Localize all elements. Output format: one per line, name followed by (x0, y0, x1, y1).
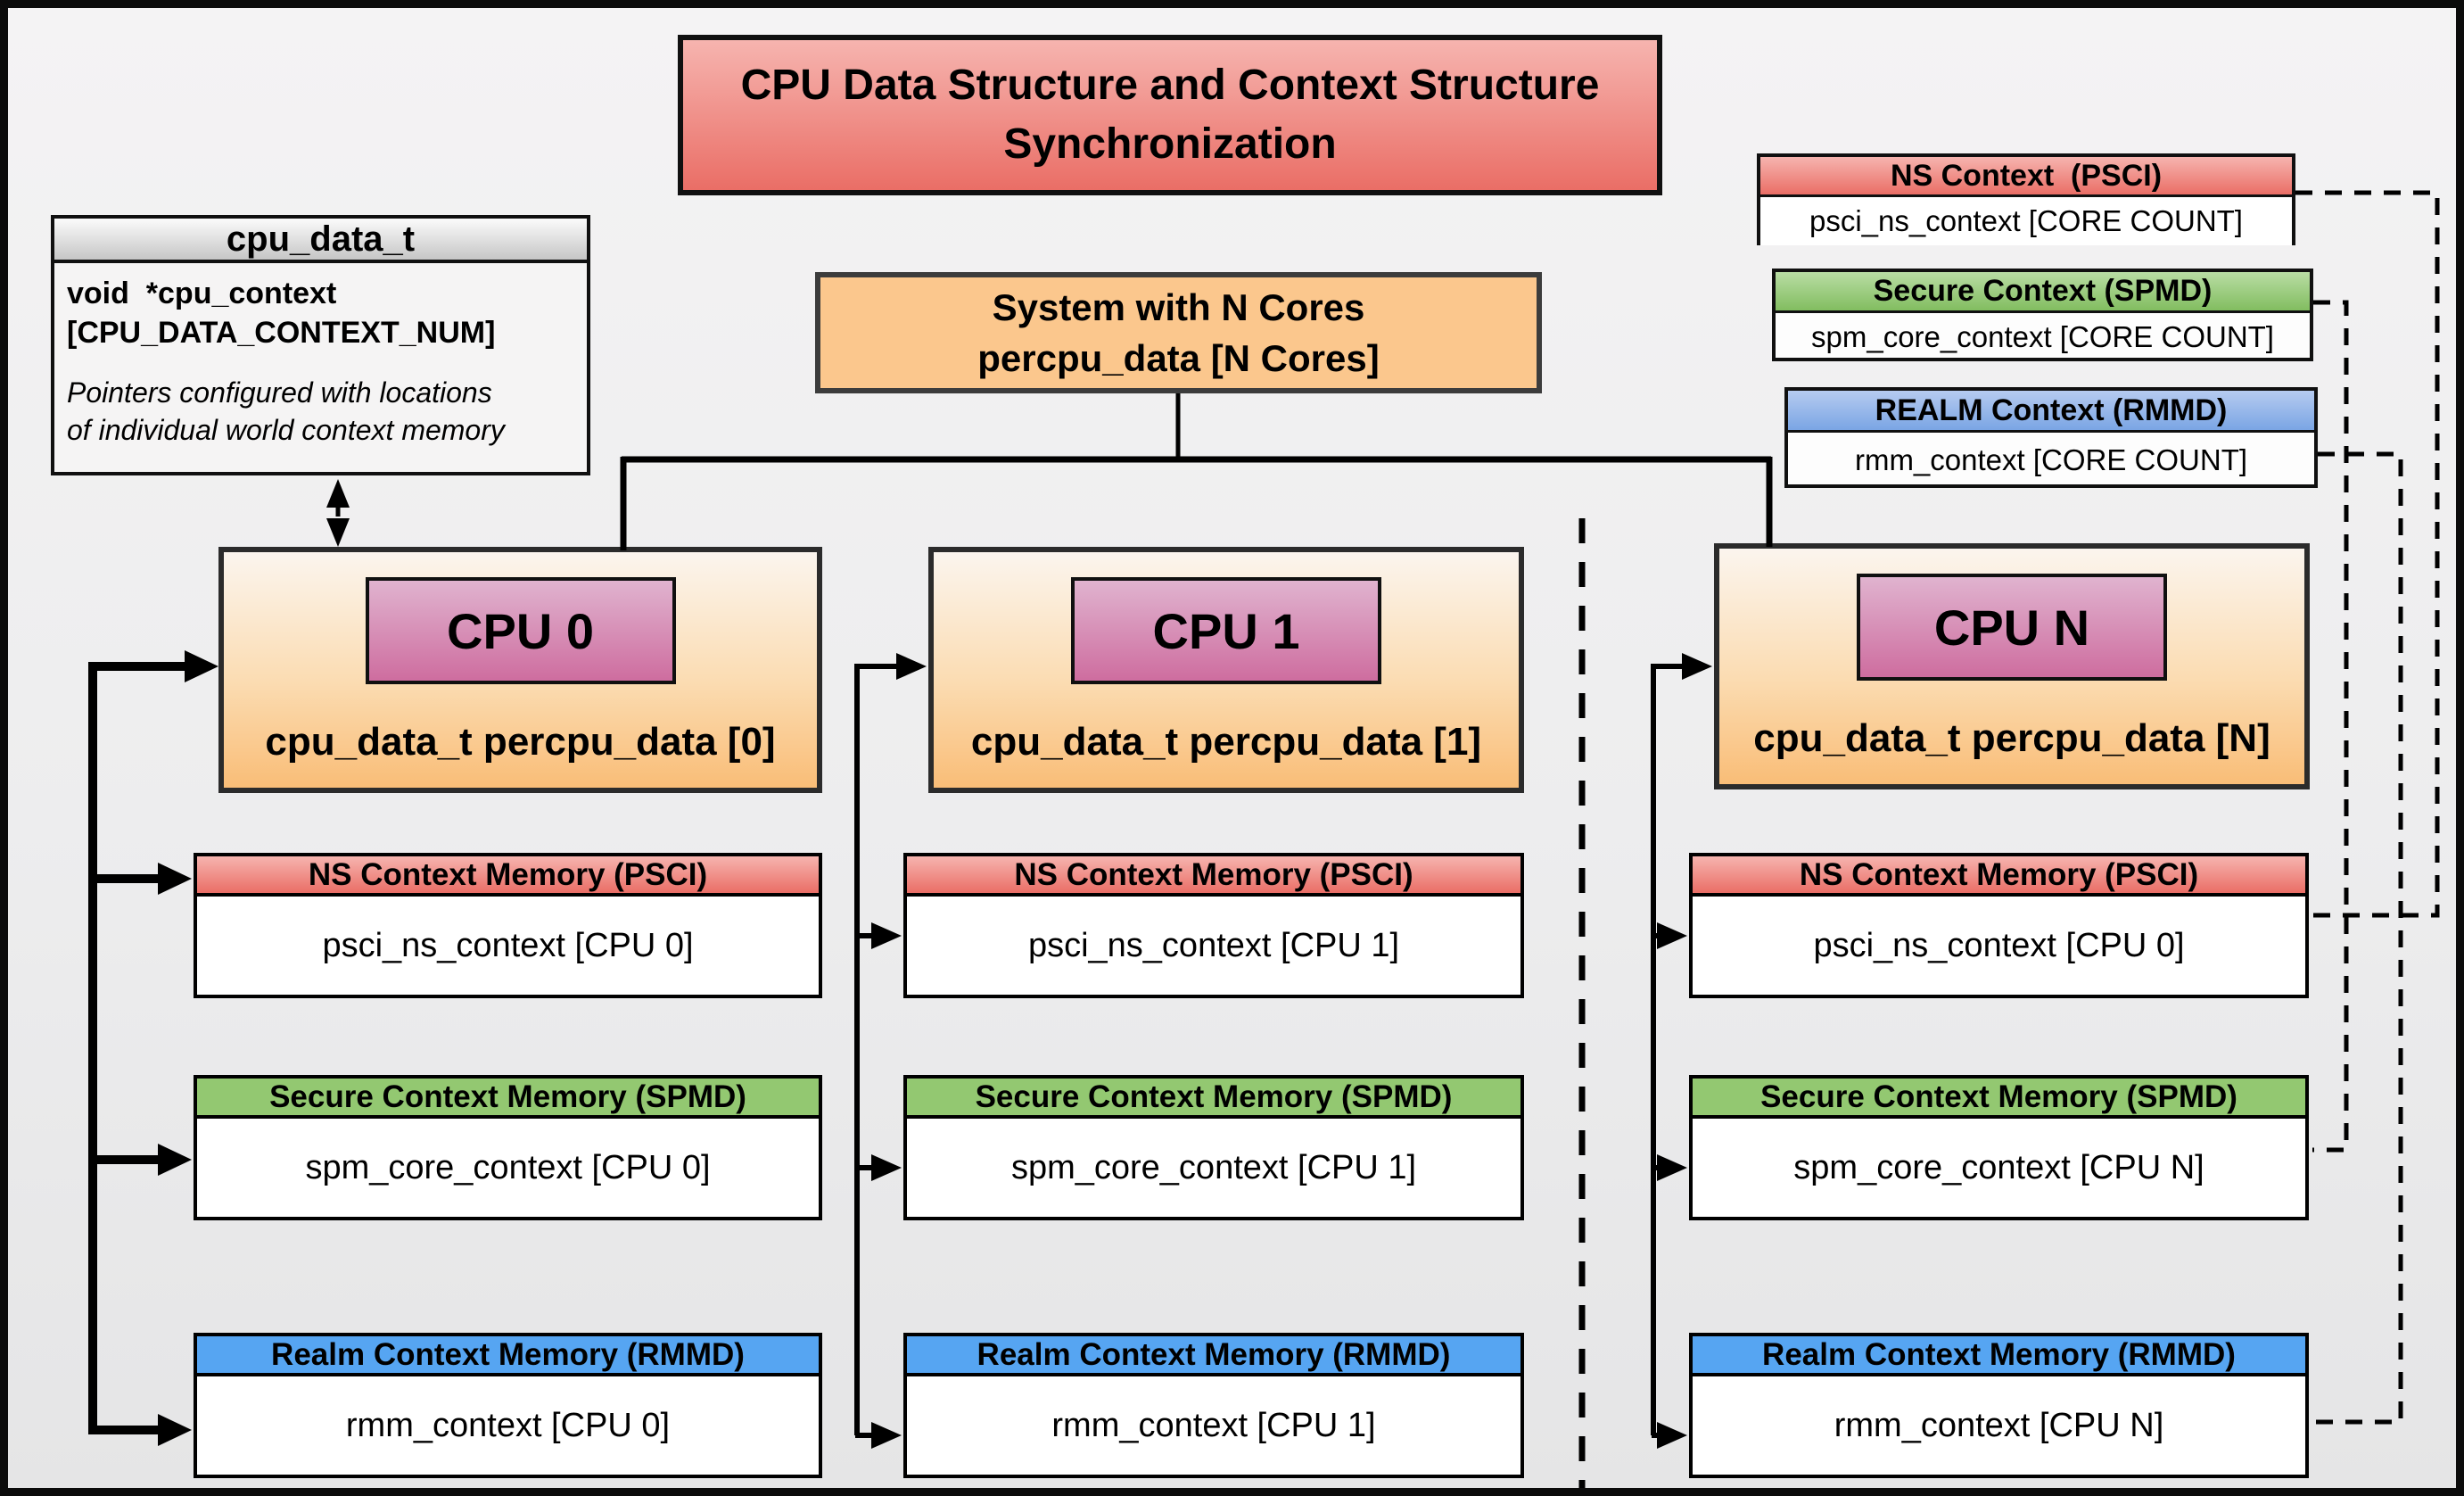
legend-secure-context: Secure Context (SPMD) spm_core_context [… (1772, 269, 2313, 361)
cpu0-secure-context-box: Secure Context Memory (SPMD) spm_core_co… (194, 1075, 822, 1220)
system-box: System with N Cores percpu_data [N Cores… (815, 272, 1542, 393)
title-line2: Synchronization (1003, 120, 1337, 168)
cpu1-ns-context-box: NS Context Memory (PSCI) psci_ns_context… (903, 853, 1524, 998)
arrowheads-cpu0 (158, 650, 218, 1446)
cpu0-secure-body: spm_core_context [CPU 0] (305, 1148, 711, 1186)
cpu1-secure-context-box: Secure Context Memory (SPMD) spm_core_co… (903, 1075, 1524, 1220)
legend-ns-context: NS Context (PSCI) psci_ns_context [CORE … (1757, 153, 2295, 245)
cpun-ns-context-box: NS Context Memory (PSCI) psci_ns_context… (1689, 853, 2309, 998)
cpu1-box: CPU 1 cpu_data_t percpu_data [1] (928, 547, 1524, 793)
cpun-realm-body: rmm_context [CPU N] (1834, 1406, 2164, 1444)
cpun-realm-context-box: Realm Context Memory (RMMD) rmm_context … (1689, 1333, 2309, 1478)
cpun-realm-header: Realm Context Memory (RMMD) (1693, 1336, 2305, 1376)
cpu1-realm-header: Realm Context Memory (RMMD) (907, 1336, 1520, 1376)
cpu1-realm-body: rmm_context [CPU 1] (1051, 1406, 1376, 1444)
cpu1-label: CPU 1 (1071, 577, 1381, 684)
cpun-secure-context-box: Secure Context Memory (SPMD) spm_core_co… (1689, 1075, 2309, 1220)
legend-secure-header: Secure Context (SPMD) (1776, 272, 2310, 313)
legend-realm-body: rmm_context [CORE COUNT] (1854, 443, 2248, 476)
cpu1-data-label: cpu_data_t percpu_data [1] (970, 720, 1482, 764)
cpun-ns-header: NS Context Memory (PSCI) (1693, 856, 2305, 897)
legend-ns-body: psci_ns_context [CORE COUNT] (1760, 197, 2292, 245)
cpu0-box: CPU 0 cpu_data_t percpu_data [0] (218, 547, 822, 793)
cpu-data-t-header: cpu_data_t (54, 219, 587, 263)
cpu1-ns-header: NS Context Memory (PSCI) (907, 856, 1520, 897)
cpun-label: CPU N (1857, 574, 2167, 681)
cpu0-realm-context-box: Realm Context Memory (RMMD) rmm_context … (194, 1333, 822, 1478)
cpun-box: CPU N cpu_data_t percpu_data [N] (1714, 543, 2310, 789)
cpu0-ns-context-box: NS Context Memory (PSCI) psci_ns_context… (194, 853, 822, 998)
title-line1: CPU Data Structure and Context Structure (740, 62, 1600, 109)
cpun-ns-body: psci_ns_context [CPU 0] (1813, 926, 2185, 964)
system-line1: System with N Cores (992, 286, 1365, 328)
legend-secure-body: spm_core_context [CORE COUNT] (1811, 320, 2274, 353)
legend-realm-header: REALM Context (RMMD) (1788, 391, 2314, 433)
cpu-data-t-box: cpu_data_t void *cpu_context [CPU_DATA_C… (51, 215, 590, 475)
cpun-data-label: cpu_data_t percpu_data [N] (1753, 716, 2270, 760)
cpu0-realm-header: Realm Context Memory (RMMD) (197, 1336, 819, 1376)
legend-connectors (2295, 190, 2440, 1425)
arrowheads-cpun (1657, 653, 1712, 1449)
cpu0-label: CPU 0 (365, 577, 676, 684)
system-line2: percpu_data [N Cores] (977, 337, 1380, 379)
cpun-secure-body: spm_core_context [CPU N] (1793, 1148, 2204, 1186)
cpun-secure-header: Secure Context Memory (SPMD) (1693, 1079, 2305, 1119)
cpu0-ns-header: NS Context Memory (PSCI) (197, 856, 819, 897)
legend-realm-context: REALM Context (RMMD) rmm_context [CORE C… (1784, 387, 2318, 488)
struct-sync-arrow (326, 479, 350, 547)
cpu1-secure-body: spm_core_context [CPU 1] (1010, 1148, 1417, 1186)
cpu0-data-label: cpu_data_t percpu_data [0] (265, 720, 776, 764)
cpu1-secure-header: Secure Context Memory (SPMD) (907, 1079, 1520, 1119)
cpu1-ns-body: psci_ns_context [CPU 1] (1027, 926, 1400, 964)
cpu0-secure-header: Secure Context Memory (SPMD) (197, 1079, 819, 1119)
arrowheads-cpu1 (871, 653, 927, 1449)
cpu-data-t-note: Pointers configured with locations of in… (67, 376, 505, 446)
diagram-title: CPU Data Structure and Context Structure… (678, 35, 1662, 195)
legend-ns-header: NS Context (PSCI) (1760, 157, 2292, 197)
cpu0-realm-body: rmm_context [CPU 0] (345, 1406, 671, 1444)
cpu0-ns-body: psci_ns_context [CPU 0] (322, 926, 694, 964)
cpu1-realm-context-box: Realm Context Memory (RMMD) rmm_context … (903, 1333, 1524, 1478)
cpu-data-t-fields: void *cpu_context [CPU_DATA_CONTEXT_NUM] (67, 277, 496, 350)
